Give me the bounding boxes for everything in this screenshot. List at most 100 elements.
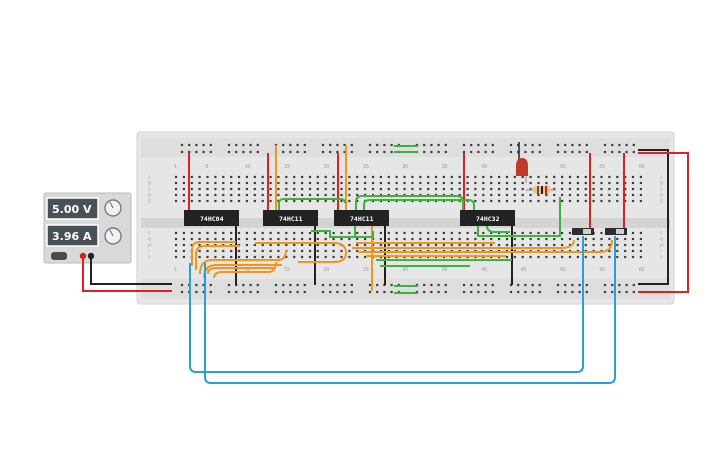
breadboard-hole[interactable] (529, 243, 532, 247)
breadboard-hole[interactable] (198, 175, 201, 179)
breadboard-hole[interactable] (576, 243, 579, 247)
breadboard-hole[interactable] (470, 143, 473, 147)
breadboard-hole[interactable] (631, 255, 635, 259)
breadboard-hole[interactable] (303, 290, 306, 294)
breadboard-hole[interactable] (505, 181, 509, 185)
breadboard-hole[interactable] (568, 193, 572, 197)
breadboard-hole[interactable] (237, 187, 241, 191)
breadboard-hole[interactable] (618, 290, 621, 294)
breadboard-hole[interactable] (624, 249, 627, 253)
breadboard-hole[interactable] (576, 255, 579, 259)
breadboard-hole[interactable] (316, 199, 319, 203)
breadboard-hole[interactable] (395, 187, 398, 191)
breadboard-hole[interactable] (521, 231, 524, 235)
breadboard-hole[interactable] (214, 181, 217, 185)
breadboard-hole[interactable] (324, 249, 327, 253)
breadboard-hole[interactable] (529, 181, 532, 185)
breadboard-hole[interactable] (343, 283, 346, 287)
breadboard-hole[interactable] (403, 237, 406, 241)
breadboard-hole[interactable] (639, 199, 642, 203)
breadboard-hole[interactable] (190, 193, 193, 197)
breadboard-hole[interactable] (625, 143, 628, 147)
breadboard-hole[interactable] (474, 181, 477, 185)
breadboard-hole[interactable] (521, 255, 524, 259)
breadboard-hole[interactable] (235, 150, 238, 154)
breadboard-hole[interactable] (198, 243, 201, 247)
breadboard-hole[interactable] (230, 255, 233, 259)
breadboard-hole[interactable] (561, 237, 564, 241)
breadboard-hole[interactable] (592, 255, 595, 259)
breadboard-hole[interactable] (336, 290, 339, 294)
breadboard-hole[interactable] (340, 237, 343, 241)
breadboard-hole[interactable] (462, 283, 466, 287)
breadboard-hole[interactable] (253, 237, 256, 241)
breadboard-hole[interactable] (600, 175, 603, 179)
breadboard-hole[interactable] (442, 237, 445, 241)
breadboard-hole[interactable] (206, 181, 209, 185)
breadboard-hole[interactable] (293, 243, 296, 247)
breadboard-hole[interactable] (639, 175, 642, 179)
breadboard-hole[interactable] (190, 181, 193, 185)
breadboard-hole[interactable] (450, 181, 453, 185)
breadboard-hole[interactable] (348, 243, 351, 247)
breadboard-hole[interactable] (524, 283, 527, 287)
breadboard-hole[interactable] (462, 150, 466, 154)
breadboard-hole[interactable] (616, 175, 619, 179)
breadboard-hole[interactable] (242, 283, 245, 287)
breadboard-hole[interactable] (561, 175, 564, 179)
breadboard-hole[interactable] (202, 290, 205, 294)
chip-74hc11-a[interactable]: 74HC11 (263, 210, 318, 226)
breadboard-hole[interactable] (324, 231, 327, 235)
breadboard-hole[interactable] (242, 143, 245, 147)
breadboard-hole[interactable] (202, 283, 205, 287)
breadboard-hole[interactable] (618, 143, 621, 147)
breadboard-hole[interactable] (450, 175, 453, 179)
breadboard-hole[interactable] (571, 290, 574, 294)
breadboard-hole[interactable] (470, 150, 473, 154)
breadboard-hole[interactable] (553, 237, 556, 241)
breadboard-hole[interactable] (230, 237, 233, 241)
breadboard-hole[interactable] (174, 231, 178, 235)
breadboard-hole[interactable] (348, 187, 351, 191)
breadboard-hole[interactable] (444, 283, 447, 287)
breadboard-hole[interactable] (230, 231, 233, 235)
breadboard-hole[interactable] (308, 255, 312, 259)
breadboard-hole[interactable] (245, 231, 248, 235)
breadboard-hole[interactable] (531, 150, 534, 154)
breadboard-hole[interactable] (592, 237, 595, 241)
breadboard-hole[interactable] (498, 199, 501, 203)
breadboard-hole[interactable] (340, 175, 343, 179)
breadboard-hole[interactable] (321, 143, 325, 147)
breadboard-hole[interactable] (517, 143, 520, 147)
breadboard-hole[interactable] (206, 187, 209, 191)
breadboard-hole[interactable] (631, 243, 635, 247)
breadboard-hole[interactable] (603, 150, 607, 154)
breadboard-hole[interactable] (411, 181, 414, 185)
breadboard-hole[interactable] (340, 249, 343, 253)
breadboard-hole[interactable] (316, 231, 319, 235)
breadboard-hole[interactable] (419, 181, 422, 185)
breadboard-hole[interactable] (632, 143, 635, 147)
breadboard-hole[interactable] (616, 187, 619, 191)
breadboard-hole[interactable] (632, 283, 635, 287)
breadboard-hole[interactable] (618, 283, 621, 287)
breadboard-hole[interactable] (639, 249, 642, 253)
breadboard-hole[interactable] (336, 283, 339, 287)
breadboard-hole[interactable] (214, 187, 217, 191)
breadboard-hole[interactable] (524, 143, 527, 147)
breadboard-hole[interactable] (245, 187, 248, 191)
breadboard-hole[interactable] (269, 175, 272, 179)
breadboard-hole[interactable] (174, 255, 178, 259)
breadboard-hole[interactable] (576, 237, 579, 241)
breadboard-hole[interactable] (174, 187, 178, 191)
breadboard-hole[interactable] (423, 143, 426, 147)
breadboard-hole[interactable] (505, 175, 509, 179)
breadboard-hole[interactable] (245, 255, 248, 259)
resistor[interactable] (526, 186, 556, 194)
breadboard-hole[interactable] (411, 231, 414, 235)
breadboard-hole[interactable] (198, 255, 201, 259)
breadboard-hole[interactable] (198, 193, 201, 197)
breadboard-hole[interactable] (296, 150, 299, 154)
breadboard-hole[interactable] (364, 175, 367, 179)
breadboard-hole[interactable] (230, 187, 233, 191)
